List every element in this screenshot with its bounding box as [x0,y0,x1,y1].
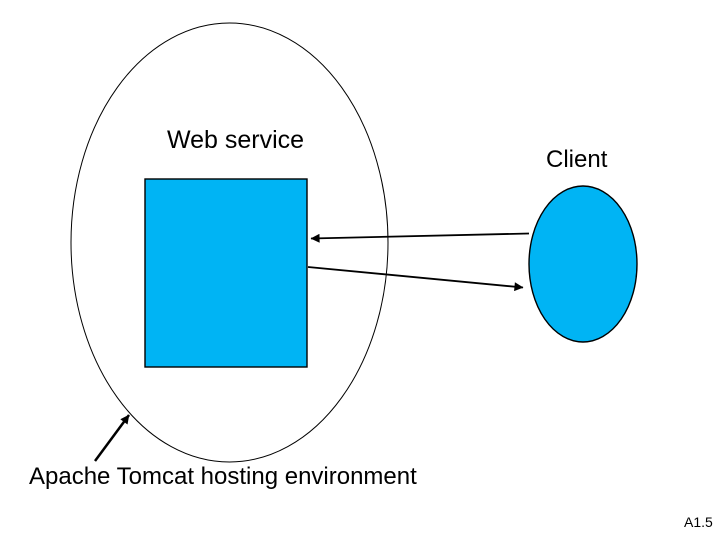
service-to-client-arrow [307,266,524,292]
web-service-box [144,178,308,368]
client-label: Client [546,146,608,173]
client-to-service-arrow [310,232,530,243]
web-service-label: Web service [167,126,305,154]
hosting-label-pointer-arrow [93,414,131,462]
hosting-environment-boundary-ellipse [70,22,389,463]
client-node-ellipse [528,185,638,343]
hosting-environment-label: Apache Tomcat hosting environment [29,463,417,490]
slide-number: A1.5 [684,514,713,530]
